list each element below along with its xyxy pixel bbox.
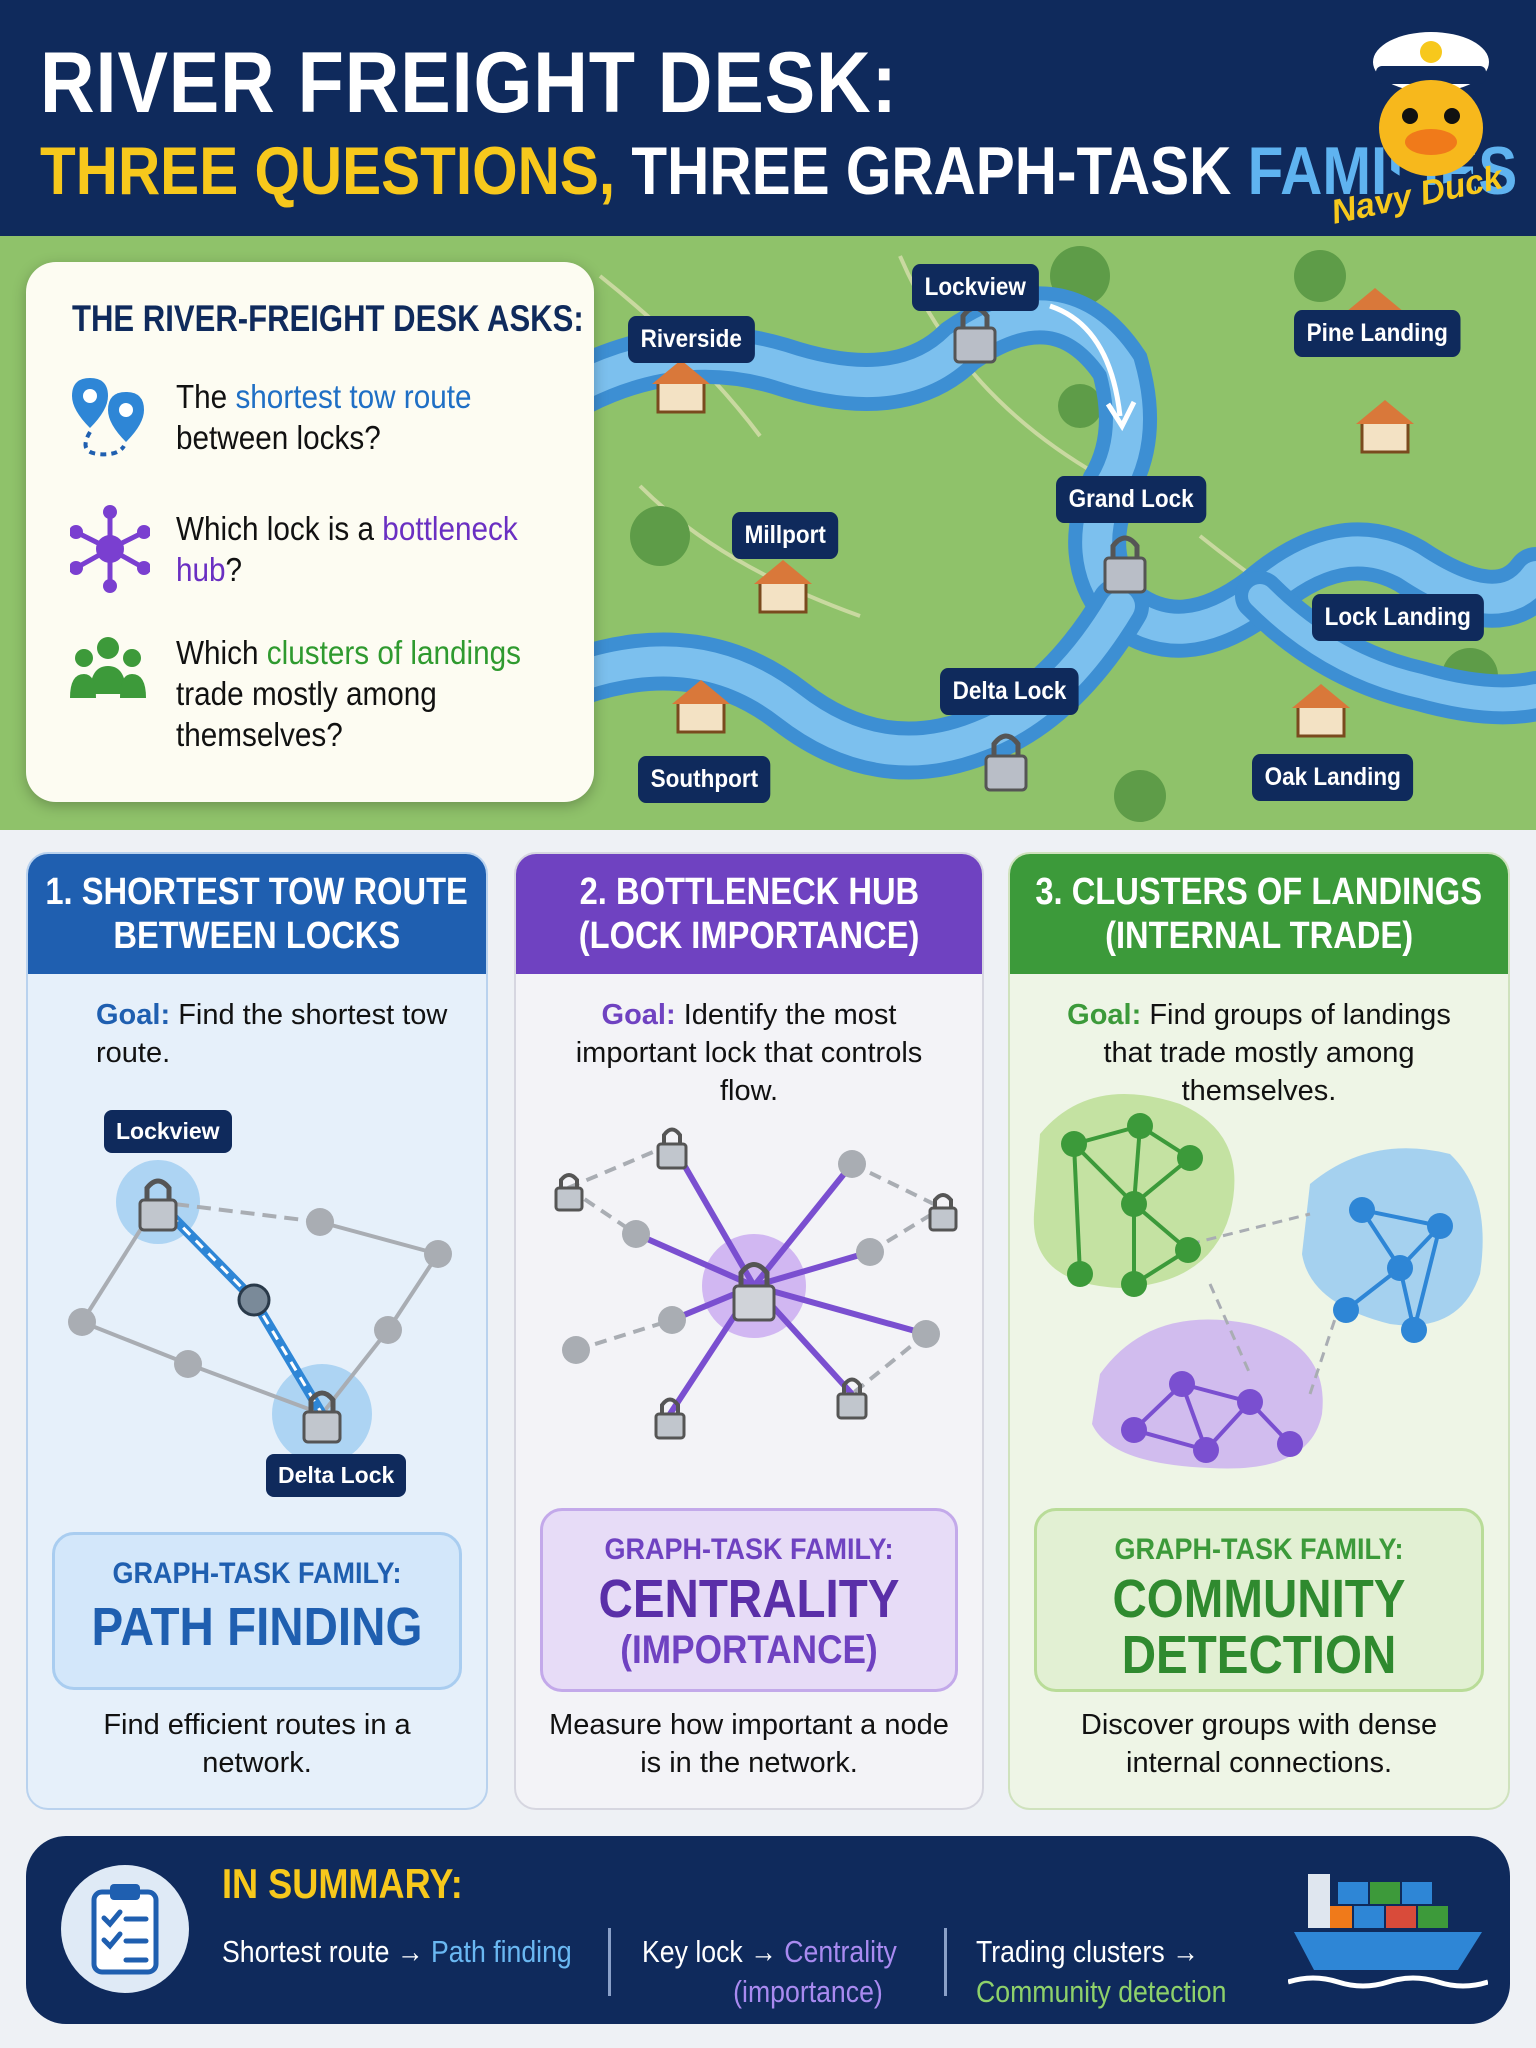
community-family-subname: DETECTION xyxy=(1121,1625,1397,1685)
location-label-millport: Millport xyxy=(732,512,839,559)
centrality-family-name: CENTRALITY xyxy=(598,1569,900,1629)
header: RIVER FREIGHT DESK: THREE QUESTIONS, THR… xyxy=(0,0,1536,236)
centrality-family-label: GRAPH-TASK FAMILY: xyxy=(604,1533,894,1566)
community-family-box: GRAPH-TASK FAMILY: COMMUNITY DETECTION xyxy=(1034,1508,1484,1692)
centrality-graph xyxy=(554,1127,958,1440)
desk-questions-card: THE RIVER-FREIGHT DESK ASKS: The shortes… xyxy=(26,262,594,802)
location-label-lockview: Lockview xyxy=(912,264,1039,311)
panel-centrality-header: 2. BOTTLENECK HUB(LOCK IMPORTANCE) xyxy=(516,854,982,974)
river-map: Riverside Lockview Pine Landing Millport… xyxy=(0,236,1536,830)
panel-community-footer: Discover groups with dense internal conn… xyxy=(1080,1709,1438,1779)
summary-divider xyxy=(608,1928,611,1996)
community-family-name: COMMUNITY xyxy=(1112,1569,1406,1629)
location-label-lock-landing: Lock Landing xyxy=(1312,594,1484,641)
summary-item-community-highlight: Community detection xyxy=(976,1974,1227,2009)
summary-bar: IN SUMMARY: Shortest route → Path findin… xyxy=(26,1836,1510,2024)
location-label-pine-landing: Pine Landing xyxy=(1294,310,1461,357)
subtitle-part-questions: THREE QUESTIONS, xyxy=(40,133,616,209)
cargo-ship-icon xyxy=(1288,1874,1488,1989)
route-pins-icon xyxy=(72,378,144,457)
path-end-label: Delta Lock xyxy=(266,1454,407,1497)
location-label-grand-lock: Grand Lock xyxy=(1056,476,1207,523)
path-finding-family-name: PATH FINDING xyxy=(91,1597,423,1657)
panel-centrality: 2. BOTTLENECK HUB(LOCK IMPORTANCE) Goal:… xyxy=(514,852,984,1810)
summary-item-path-finding: Shortest route → Path finding xyxy=(222,1934,572,1969)
page-title: RIVER FREIGHT DESK: xyxy=(40,35,898,131)
path-start-label: Lockview xyxy=(104,1110,232,1153)
panel-community-goal: Goal: Find groups of landings that trade… xyxy=(1067,999,1451,1107)
summary-item-community: Trading clusters → Community detection xyxy=(976,1934,1227,2009)
panel-community-detection: 3. CLUSTERS OF LANDINGS(INTERNAL TRADE) … xyxy=(1008,852,1510,1810)
panel-centrality-footer: Measure how important a node is in the n… xyxy=(549,1709,949,1779)
question-bottleneck-hub: Which lock is a bottleneck hub? xyxy=(176,510,518,588)
question-shortest-route: The shortest tow route between locks? xyxy=(176,378,472,456)
path-finding-family-box: GRAPH-TASK FAMILY: PATH FINDING xyxy=(52,1532,462,1690)
hub-network-icon xyxy=(70,505,150,593)
question-landing-clusters-highlight: clusters of landings xyxy=(266,634,522,671)
duck-mascot-icon xyxy=(1373,32,1489,196)
summary-item-centrality: Key lock → Centrality (importance) xyxy=(642,1934,897,2009)
question-shortest-route-highlight: shortest tow route xyxy=(235,378,472,415)
question-landing-clusters: Which clusters of landings trade mostly … xyxy=(176,634,522,753)
location-label-riverside: Riverside xyxy=(628,316,755,363)
page-subtitle: THREE QUESTIONS, THREE GRAPH-TASK FAMILI… xyxy=(40,132,1517,210)
location-label-delta-lock: Delta Lock xyxy=(940,668,1079,715)
summary-item-path-finding-highlight: Path finding xyxy=(430,1934,572,1969)
panel-centrality-goal: Goal: Identify the most important lock t… xyxy=(575,999,923,1107)
summary-divider xyxy=(944,1928,947,1996)
group-people-icon xyxy=(70,637,146,698)
location-label-southport: Southport xyxy=(638,756,771,803)
centrality-family-box: GRAPH-TASK FAMILY: CENTRALITY (IMPORTANC… xyxy=(540,1508,958,1692)
summary-title: IN SUMMARY: xyxy=(222,1860,463,1907)
clipboard-checklist-icon xyxy=(61,1865,189,1993)
panel-community-header: 3. CLUSTERS OF LANDINGS(INTERNAL TRADE) xyxy=(1010,854,1508,974)
location-label-oak-landing: Oak Landing xyxy=(1252,754,1414,801)
path-finding-graph xyxy=(68,1160,452,1464)
community-graph xyxy=(1033,1094,1483,1469)
path-finding-family-label: GRAPH-TASK FAMILY: xyxy=(112,1557,402,1590)
subtitle-part-graph-task: THREE GRAPH-TASK xyxy=(631,133,1232,209)
panel-path-finding-footer: Find efficient routes in a network. xyxy=(103,1709,411,1779)
summary-item-centrality-subtext: (importance) xyxy=(733,1974,883,2009)
community-family-label: GRAPH-TASK FAMILY: xyxy=(1114,1533,1404,1566)
centrality-family-subname: (IMPORTANCE) xyxy=(620,1628,878,1672)
panel-path-finding-goal: Goal: Find the shortest tow route. xyxy=(96,999,448,1069)
question-bottleneck-hub-highlight: bottleneck hub xyxy=(176,510,518,588)
desk-questions-title: THE RIVER-FREIGHT DESK ASKS: xyxy=(72,298,584,339)
summary-item-centrality-highlight: Centrality xyxy=(784,1934,897,1969)
